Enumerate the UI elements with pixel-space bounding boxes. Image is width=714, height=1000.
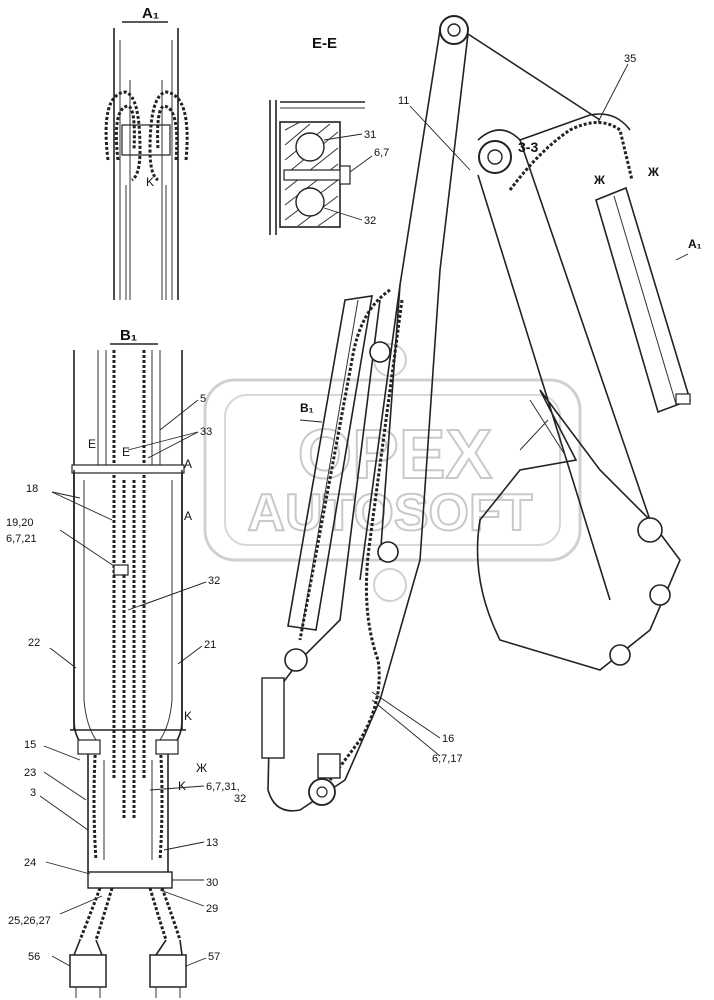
mark-e-left: E xyxy=(88,437,96,451)
callout-25-26-27: 25,26,27 xyxy=(8,915,51,927)
callout-18: 18 xyxy=(26,483,38,495)
callout-31: 31 xyxy=(364,129,376,141)
section-e-title: E-E xyxy=(312,35,337,52)
callout-23: 23 xyxy=(24,767,36,779)
mark-k-lower: K xyxy=(178,779,186,793)
watermark-line1: OPEX xyxy=(298,415,493,493)
callout-11: 11 xyxy=(398,95,409,107)
section-e-e: E-E 31 6,7 32 xyxy=(269,35,389,235)
watermark-line2: AUTOSOFT xyxy=(247,484,532,542)
mark-zh-boom-right: Ж xyxy=(647,165,659,179)
view-a1-arrow: A₁ xyxy=(688,237,702,251)
mark-k-right: K xyxy=(184,709,192,723)
callout-24: 24 xyxy=(24,857,36,869)
callout-6-7-e: 6,7 xyxy=(374,147,389,159)
mark-e-right: E xyxy=(122,445,130,459)
callout-21: 21 xyxy=(204,639,216,651)
callout-56: 56 xyxy=(28,951,40,963)
mark-zh-boom-left: Ж xyxy=(593,173,605,187)
callout-32-b: 32 xyxy=(234,793,246,805)
view-b1-title: B₁ xyxy=(120,327,137,344)
callout-19-20: 19,20 xyxy=(6,517,34,529)
view-b1: B₁ 5 33 E E A A 18 xyxy=(6,327,246,998)
callout-6-7-17: 6,7,17 xyxy=(432,753,463,765)
view-a1-title: A₁ xyxy=(142,5,159,22)
callout-57: 57 xyxy=(208,951,220,963)
callout-29: 29 xyxy=(206,903,218,915)
boom-assembly: 3-3 B₁ A₁ Ж Ж 11 35 16 6,7,17 xyxy=(261,15,702,812)
mark-k-top: K xyxy=(146,175,154,189)
callout-3: 3 xyxy=(30,787,36,799)
callout-15: 15 xyxy=(24,739,36,751)
callout-16: 16 xyxy=(442,733,454,745)
mark-zh-left: Ж xyxy=(196,761,207,775)
callout-33: 33 xyxy=(200,426,212,438)
callout-32-e: 32 xyxy=(364,215,376,227)
callout-6-7-31: 6,7,31, xyxy=(206,781,240,793)
section-3-3-mark: 3-3 xyxy=(518,139,538,155)
watermark: OPEX AUTOSOFT xyxy=(203,343,582,602)
callout-32: 32 xyxy=(208,575,220,587)
view-a1: A₁ K xyxy=(104,5,189,300)
callout-30: 30 xyxy=(206,877,218,889)
mark-a-lower: A xyxy=(184,509,192,523)
mark-a-upper: A xyxy=(184,457,192,471)
callout-5: 5 xyxy=(200,393,206,405)
callout-6-7-21: 6,7,21 xyxy=(6,533,37,545)
callout-35: 35 xyxy=(624,53,636,65)
callout-13: 13 xyxy=(206,837,218,849)
callout-22: 22 xyxy=(28,637,40,649)
view-b1-arrow: B₁ xyxy=(300,401,314,415)
